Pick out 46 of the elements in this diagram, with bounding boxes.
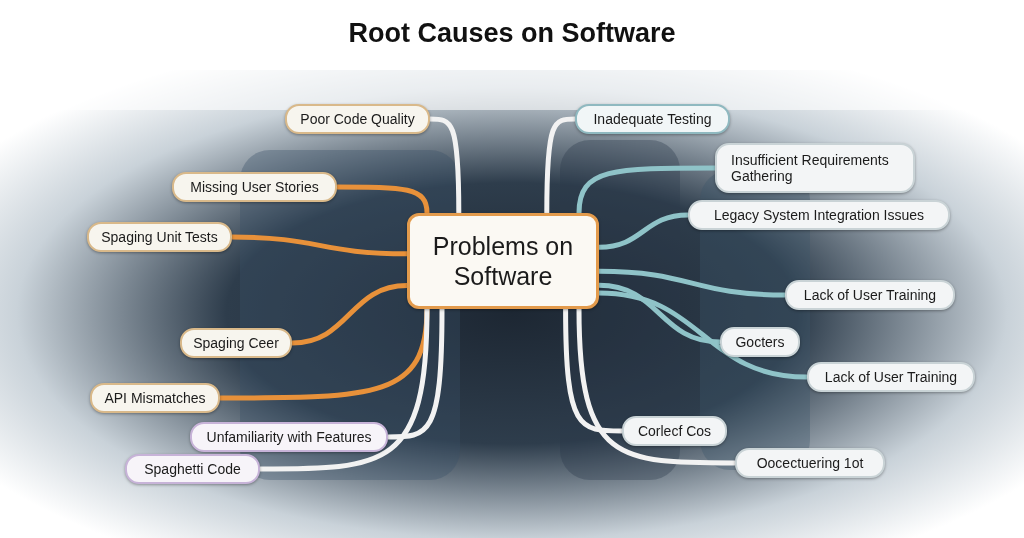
connector-line xyxy=(544,116,576,213)
connector-line xyxy=(576,308,735,466)
cause-box xyxy=(715,143,915,193)
node-label: Unfamiliarity with Features xyxy=(206,428,372,446)
node-label: Inadequate Testing xyxy=(593,110,712,128)
connector-line xyxy=(598,212,689,250)
cause-box xyxy=(180,328,292,358)
node-label: Legacy System Integration Issues xyxy=(713,206,925,224)
connector-line xyxy=(598,282,721,345)
connector-line xyxy=(576,165,715,214)
cause-box xyxy=(735,448,885,478)
cause-box xyxy=(688,200,950,230)
node-label: Spaging Unit Tests xyxy=(101,228,218,246)
node-label: Spaghetti Code xyxy=(144,460,241,478)
cause-box xyxy=(90,383,220,413)
node-label: Oocectuering 1ot xyxy=(756,454,864,472)
node-label: API Mismatches xyxy=(104,389,206,407)
connector-line xyxy=(429,116,462,213)
connector-line xyxy=(231,234,408,257)
node-label: Lack of User Training xyxy=(803,286,937,304)
node-label: Lack of User Training xyxy=(824,368,958,386)
central-topic-box xyxy=(407,213,599,309)
cause-box xyxy=(125,454,260,484)
connector-line xyxy=(260,308,430,472)
diagram-title: Root Causes on Software xyxy=(347,18,677,49)
node-label: Gocters xyxy=(735,333,785,351)
cause-box xyxy=(87,222,232,252)
cause-box xyxy=(720,327,800,357)
cause-box xyxy=(807,362,975,392)
node-label: Missing User Stories xyxy=(190,178,319,196)
node-label: Problems on Software xyxy=(431,231,575,291)
node-label: Poor Code Quality xyxy=(300,110,415,128)
cause-box xyxy=(622,416,727,446)
connector-line xyxy=(388,308,445,440)
connector-line xyxy=(563,308,622,434)
node-label: Corlecf Cos xyxy=(637,422,712,440)
connector-line xyxy=(291,283,408,346)
connector-line xyxy=(598,290,808,380)
node-label: Spaging Ceer xyxy=(193,334,279,352)
cause-box xyxy=(190,422,388,452)
connector-line xyxy=(598,268,786,298)
cause-box xyxy=(575,104,730,134)
cause-box xyxy=(285,104,430,134)
cause-box xyxy=(172,172,337,202)
cause-box xyxy=(785,280,955,310)
node-label: Insufficient Requirements Gathering xyxy=(731,151,890,185)
